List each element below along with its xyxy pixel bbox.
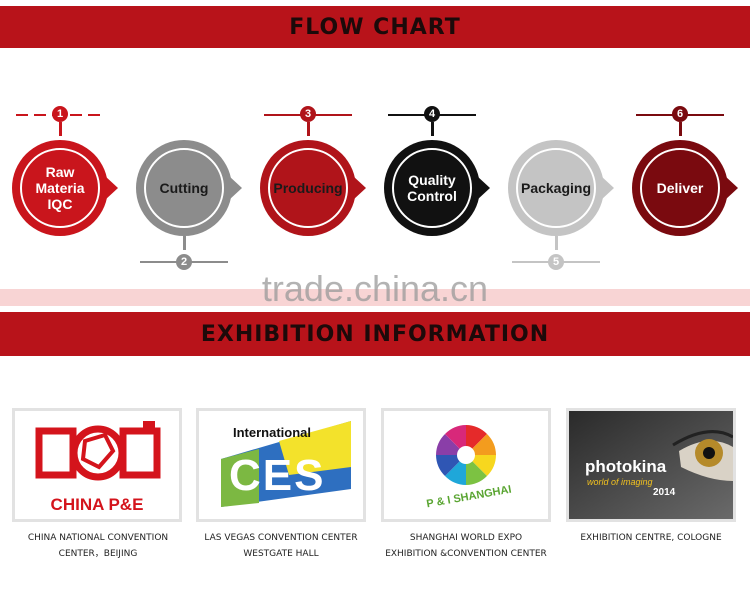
step-circle: Packaging: [508, 140, 614, 236]
step-circle: Deliver: [632, 140, 738, 236]
exhibition-caption-2: LAS VEGAS CONVENTION CENTER WESTGATE HAL…: [191, 530, 371, 562]
ces-international-text: International: [233, 425, 312, 440]
china-pe-logo-text: CHINA P&E: [50, 495, 144, 514]
step-arrow-icon: [725, 176, 738, 200]
step-number-badge: 5: [548, 254, 564, 270]
step-stem-line: [307, 122, 310, 136]
exhibition-card-pi-shanghai: P & I SHANGHAI: [381, 408, 551, 522]
photokina-year: 2014: [653, 487, 676, 498]
exhibition-caption-1: CHINA NATIONAL CONVENTION CENTER，BEIJING: [8, 530, 188, 562]
step-stem-line: [431, 122, 434, 136]
step-label: Producing: [268, 148, 348, 228]
step-label: Raw Materia IQC: [20, 148, 100, 228]
step-circle: Cutting: [136, 140, 242, 236]
step-arrow-icon: [105, 176, 118, 200]
step-circle: Producing: [260, 140, 366, 236]
exhibition-caption-4: EXHIBITION CENTRE, COLOGNE: [561, 530, 741, 546]
step-stem-line: [59, 122, 62, 136]
step-number-badge: 1: [52, 106, 68, 122]
flow-chart-banner: FLOW CHART: [0, 0, 750, 48]
caption-line: CHINA NATIONAL CONVENTION: [27, 533, 169, 543]
exhibition-card-photokina: photokina world of imaging 2014: [566, 408, 736, 522]
caption-line: LAS VEGAS CONVENTION CENTER: [204, 533, 358, 543]
step-arrow-icon: [229, 176, 242, 200]
caption-line: WESTGATE HALL: [243, 549, 319, 559]
watermark-text: trade.china.cn: [261, 268, 489, 309]
step-arrow-icon: [601, 176, 614, 200]
aperture-logo-icon: [436, 425, 496, 485]
step-arrow-icon: [477, 176, 490, 200]
ces-logo-text: CES: [229, 451, 326, 500]
step-number-badge: 4: [424, 106, 440, 122]
eye-image-icon: [569, 411, 733, 519]
step-number-badge: 3: [300, 106, 316, 122]
step-label: Quality Control: [392, 148, 472, 228]
exhibition-card-ces: International CES: [196, 408, 366, 522]
step-stem-line: [679, 122, 682, 136]
exhibition-banner: EXHIBITION INFORMATION: [0, 306, 750, 356]
step-number-badge: 2: [176, 254, 192, 270]
camera-logo-icon: [35, 421, 161, 481]
caption-line: SHANGHAI WORLD EXPO: [409, 533, 523, 543]
watermark-band: [0, 289, 750, 311]
caption-line: CENTER，BEIJING: [58, 549, 138, 559]
step-stem-line: [183, 236, 186, 250]
caption-line: EXHIBITION CENTRE, COLOGNE: [580, 533, 722, 543]
step-circle: Raw Materia IQC: [12, 140, 118, 236]
caption-line: EXHIBITION &CONVENTION CENTER: [385, 549, 547, 559]
exhibition-caption-3: SHANGHAI WORLD EXPO EXHIBITION &CONVENTI…: [376, 530, 556, 562]
photokina-logo-text: photokina: [585, 457, 667, 476]
step-arrow-icon: [353, 176, 366, 200]
exhibition-title: EXHIBITION INFORMATION: [200, 321, 550, 347]
flow-chart-title: FLOW CHART: [289, 14, 461, 40]
step-number-badge: 6: [672, 106, 688, 122]
step-label: Deliver: [640, 148, 720, 228]
step-circle: Quality Control: [384, 140, 490, 236]
step-label: Packaging: [516, 148, 596, 228]
ces-logo-icon: [221, 421, 351, 507]
exhibition-card-china-pe: CHINA P&E: [12, 408, 182, 522]
step-label: Cutting: [144, 148, 224, 228]
step-stem-line: [555, 236, 558, 250]
photokina-tagline: world of imaging: [587, 477, 653, 487]
